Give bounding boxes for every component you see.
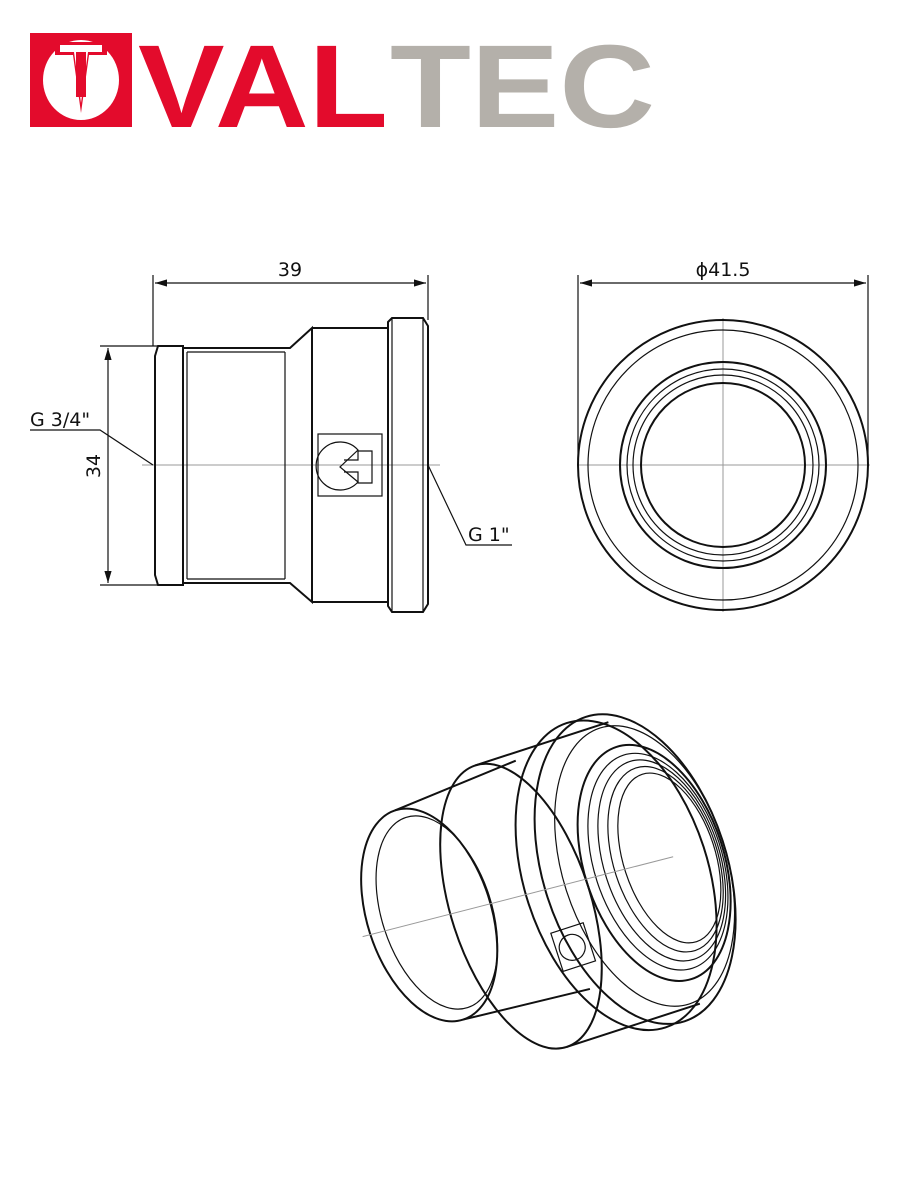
- length-dim-label: 39: [278, 259, 302, 281]
- side-view: 39 34 G 3/4" G 1": [30, 259, 512, 613]
- isometric-view: [360, 713, 737, 1050]
- height-dim-label: 34: [83, 454, 105, 478]
- logo-text-grey: TEC: [390, 21, 655, 153]
- valtec-logo: VAL TEC: [30, 21, 655, 153]
- thread-right-label: G 1": [468, 524, 510, 546]
- valtec-emblem-mark: [315, 433, 383, 497]
- logo-text-red: VAL: [138, 21, 388, 153]
- diameter-dim-label: ϕ41.5: [696, 259, 751, 281]
- thread-left-label: G 3/4": [30, 409, 90, 431]
- front-view: ϕ41.5: [577, 259, 870, 612]
